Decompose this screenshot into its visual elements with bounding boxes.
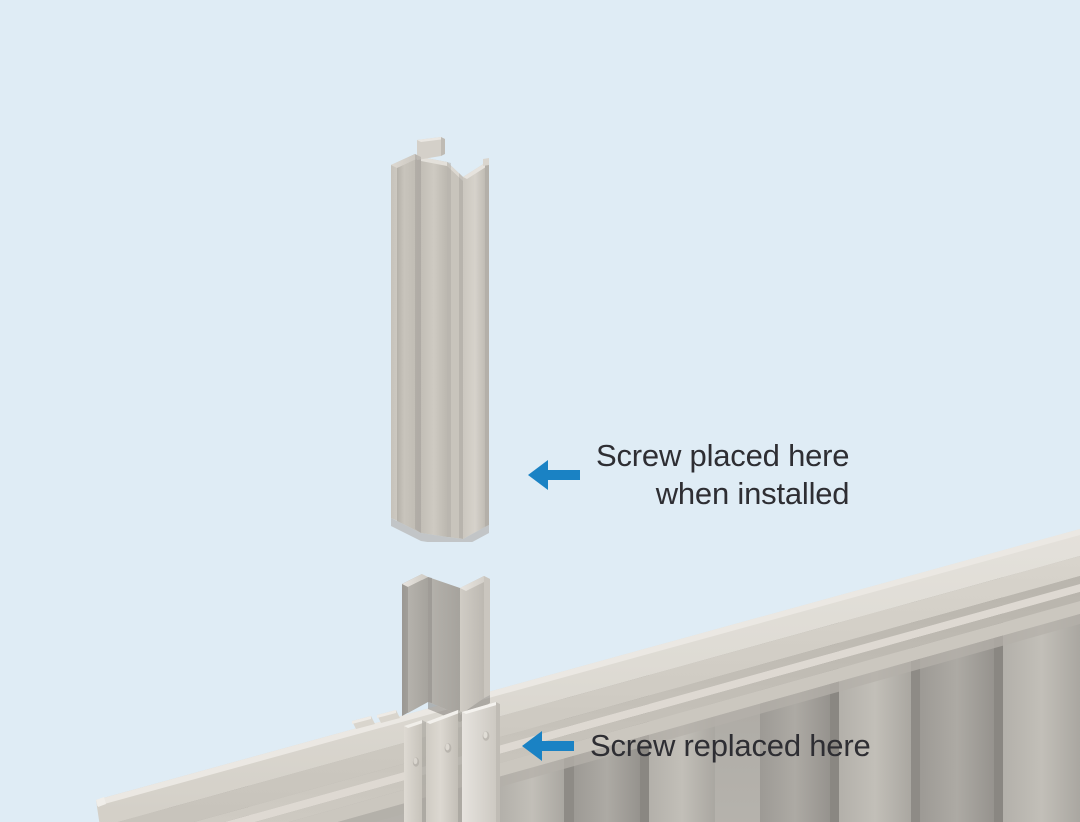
channel-post (402, 574, 490, 722)
rail-left-cap (96, 797, 106, 807)
annotation-screw-placed: Screw placed here when installed (528, 437, 850, 514)
rail-bracket-tabs (352, 710, 400, 729)
post-cover (391, 137, 489, 542)
annotation-screw-placed-label: Screw placed here when installed (596, 438, 850, 512)
installed-post-cover (404, 702, 500, 822)
arrow-left-icon (528, 460, 580, 491)
annotation-screw-replaced: Screw replaced here (522, 727, 871, 765)
annotation-screw-replaced-label: Screw replaced here (590, 728, 871, 763)
arrow-left-icon (522, 731, 574, 762)
